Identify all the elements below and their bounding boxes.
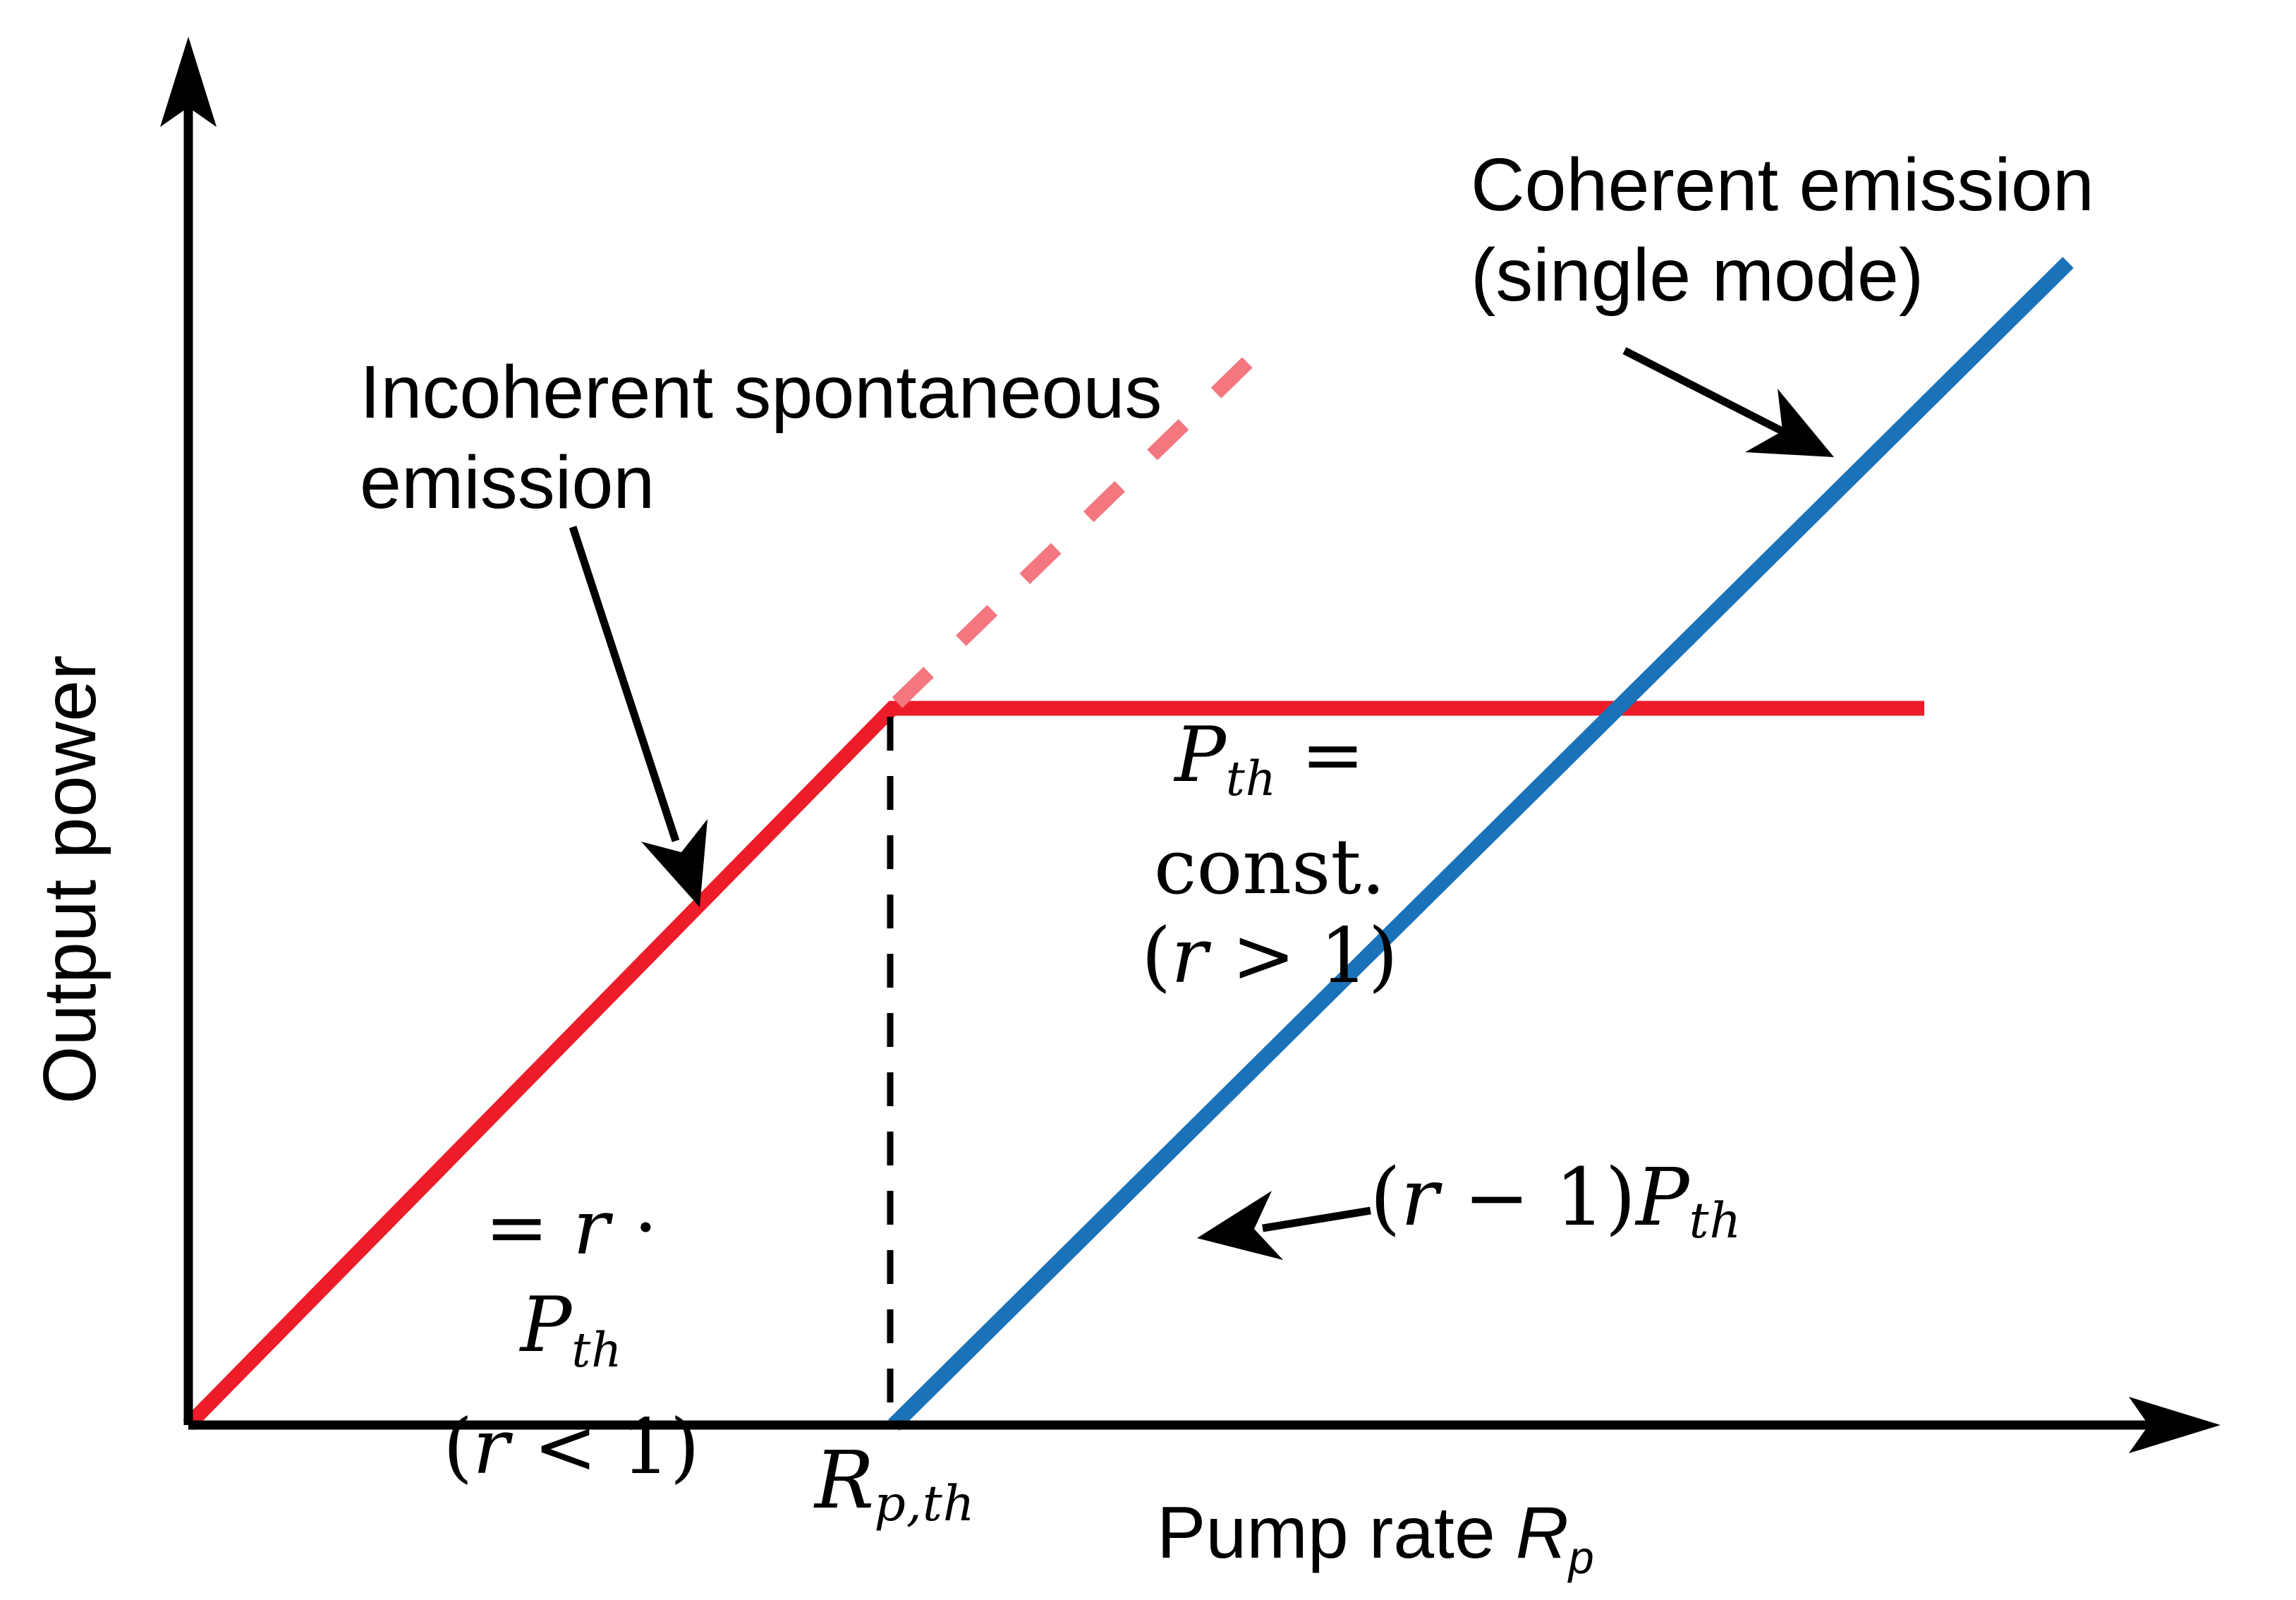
slope-arrow-shaft: [1262, 1206, 1371, 1232]
x-axis-title: Pump rate Rp: [1157, 1492, 1594, 1583]
r-lt-1-line: (r < 1): [443, 1403, 700, 1492]
coherent-emission-line: [888, 257, 2074, 1431]
incoherent-arrow-shaft: [569, 526, 680, 842]
pth-const-label: Pth = const. (r > 1): [1058, 711, 1481, 1001]
eq-r-pth-line: = r · Pth: [485, 1184, 658, 1378]
incoherent-arrowhead-icon: [641, 819, 707, 907]
coherent-arrowhead-icon: [1745, 389, 1834, 457]
incoherent-annotation-arrow: [569, 526, 707, 907]
coherent-emission-label: Coherent emission (single mode): [1471, 143, 2094, 317]
y-axis-title: Output power: [28, 655, 111, 1104]
slope-annotation-arrow: [1197, 1191, 1371, 1260]
x-axis-arrowhead-icon: [2129, 1397, 2221, 1453]
y-axis-arrowhead-icon: [160, 37, 217, 127]
r-gt-1-line: (r > 1): [1141, 912, 1398, 1001]
incoherent-emission-curve: [183, 701, 1924, 1431]
r-pth-label: = r · Pth (r < 1): [423, 1180, 719, 1496]
coherent-annotation-arrow: [1622, 347, 1834, 457]
incoherent-emission-label: Incoherent spontaneous emission: [360, 351, 1162, 524]
coherent-arrow-shaft: [1622, 347, 1795, 440]
threshold-tick-label: Rp,th: [815, 1435, 976, 1532]
r-minus-1-pth-label: (r − 1)Pth: [1370, 1152, 1742, 1249]
slope-arrowhead-icon: [1197, 1191, 1283, 1260]
pth-const-line1: Pth = const.: [1153, 711, 1386, 912]
